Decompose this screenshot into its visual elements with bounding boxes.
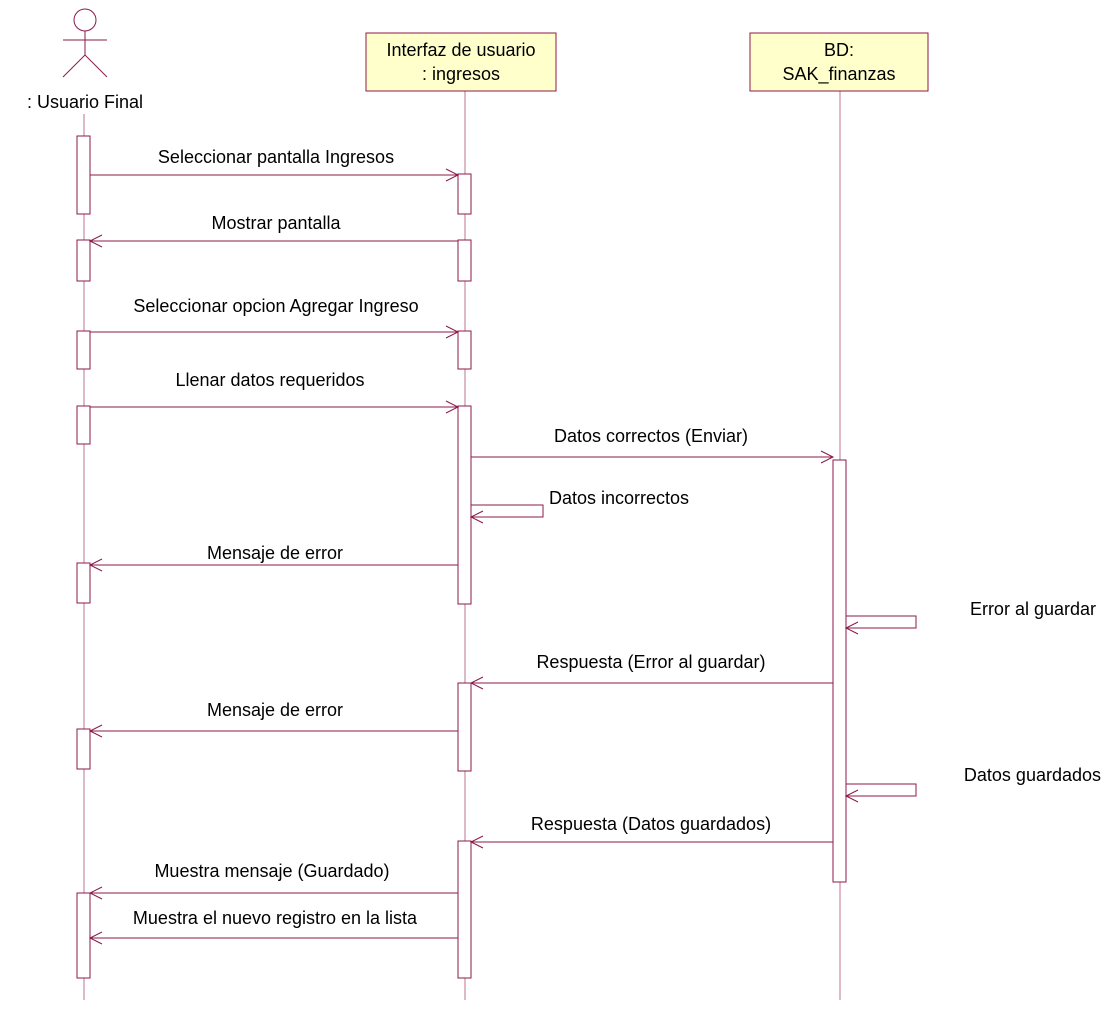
message-label: Datos guardados [964, 765, 1101, 785]
message-label: Respuesta (Error al guardar) [536, 652, 765, 672]
self-message-arrow [469, 504, 544, 524]
lifeline-ui-subtitle: : ingresos [422, 64, 500, 84]
message-label: Error al guardar [970, 599, 1096, 619]
message-label: Respuesta (Datos guardados) [531, 814, 771, 834]
message-label: Datos incorrectos [549, 488, 689, 508]
message-arrow [469, 835, 833, 849]
activation-ui [457, 239, 472, 282]
activation-user [76, 330, 91, 370]
message-arrow [88, 724, 458, 738]
message-label: Muestra el nuevo registro en la lista [133, 908, 418, 928]
message-label: Mensaje de error [207, 543, 343, 563]
activation-ui [457, 405, 472, 605]
activation-db [832, 459, 847, 883]
activation-ui [457, 173, 472, 215]
message-arrow [90, 168, 460, 182]
message-label: Seleccionar pantalla Ingresos [158, 147, 394, 167]
message-label: Seleccionar opcion Agregar Ingreso [133, 296, 418, 316]
message-arrow [88, 234, 458, 248]
message-arrow [90, 400, 460, 414]
message-label: Llenar datos requeridos [175, 370, 364, 390]
lifeline-ui-box [365, 32, 557, 92]
activation-user [76, 728, 91, 770]
message-label: Mostrar pantalla [211, 213, 341, 233]
message-arrow [88, 931, 458, 945]
message-arrow [88, 886, 458, 900]
lifeline-ui-title: Interfaz de usuario [386, 40, 535, 60]
activation-ui [457, 330, 472, 370]
message-label: Datos correctos (Enviar) [554, 426, 748, 446]
message-arrow [88, 558, 458, 572]
activation-user [76, 135, 91, 215]
message-arrow [469, 676, 833, 690]
activation-user [76, 562, 91, 604]
activation-user [76, 405, 91, 445]
activation-ui [457, 840, 472, 979]
lifeline-db-box [749, 32, 929, 92]
self-message-arrow [844, 615, 917, 635]
lifeline-db-title: BD: [824, 40, 854, 60]
message-label: Muestra mensaje (Guardado) [154, 861, 389, 881]
self-message-arrow [844, 783, 917, 803]
message-label: Mensaje de error [207, 700, 343, 720]
activation-ui [457, 682, 472, 772]
activation-user [76, 239, 91, 282]
lifeline-db-subtitle: SAK_finanzas [782, 64, 895, 85]
message-arrow [471, 450, 835, 464]
actor-label: : Usuario Final [27, 92, 143, 112]
activation-user [76, 892, 91, 979]
message-arrow [90, 325, 460, 339]
actor-figure-icon [62, 8, 108, 78]
